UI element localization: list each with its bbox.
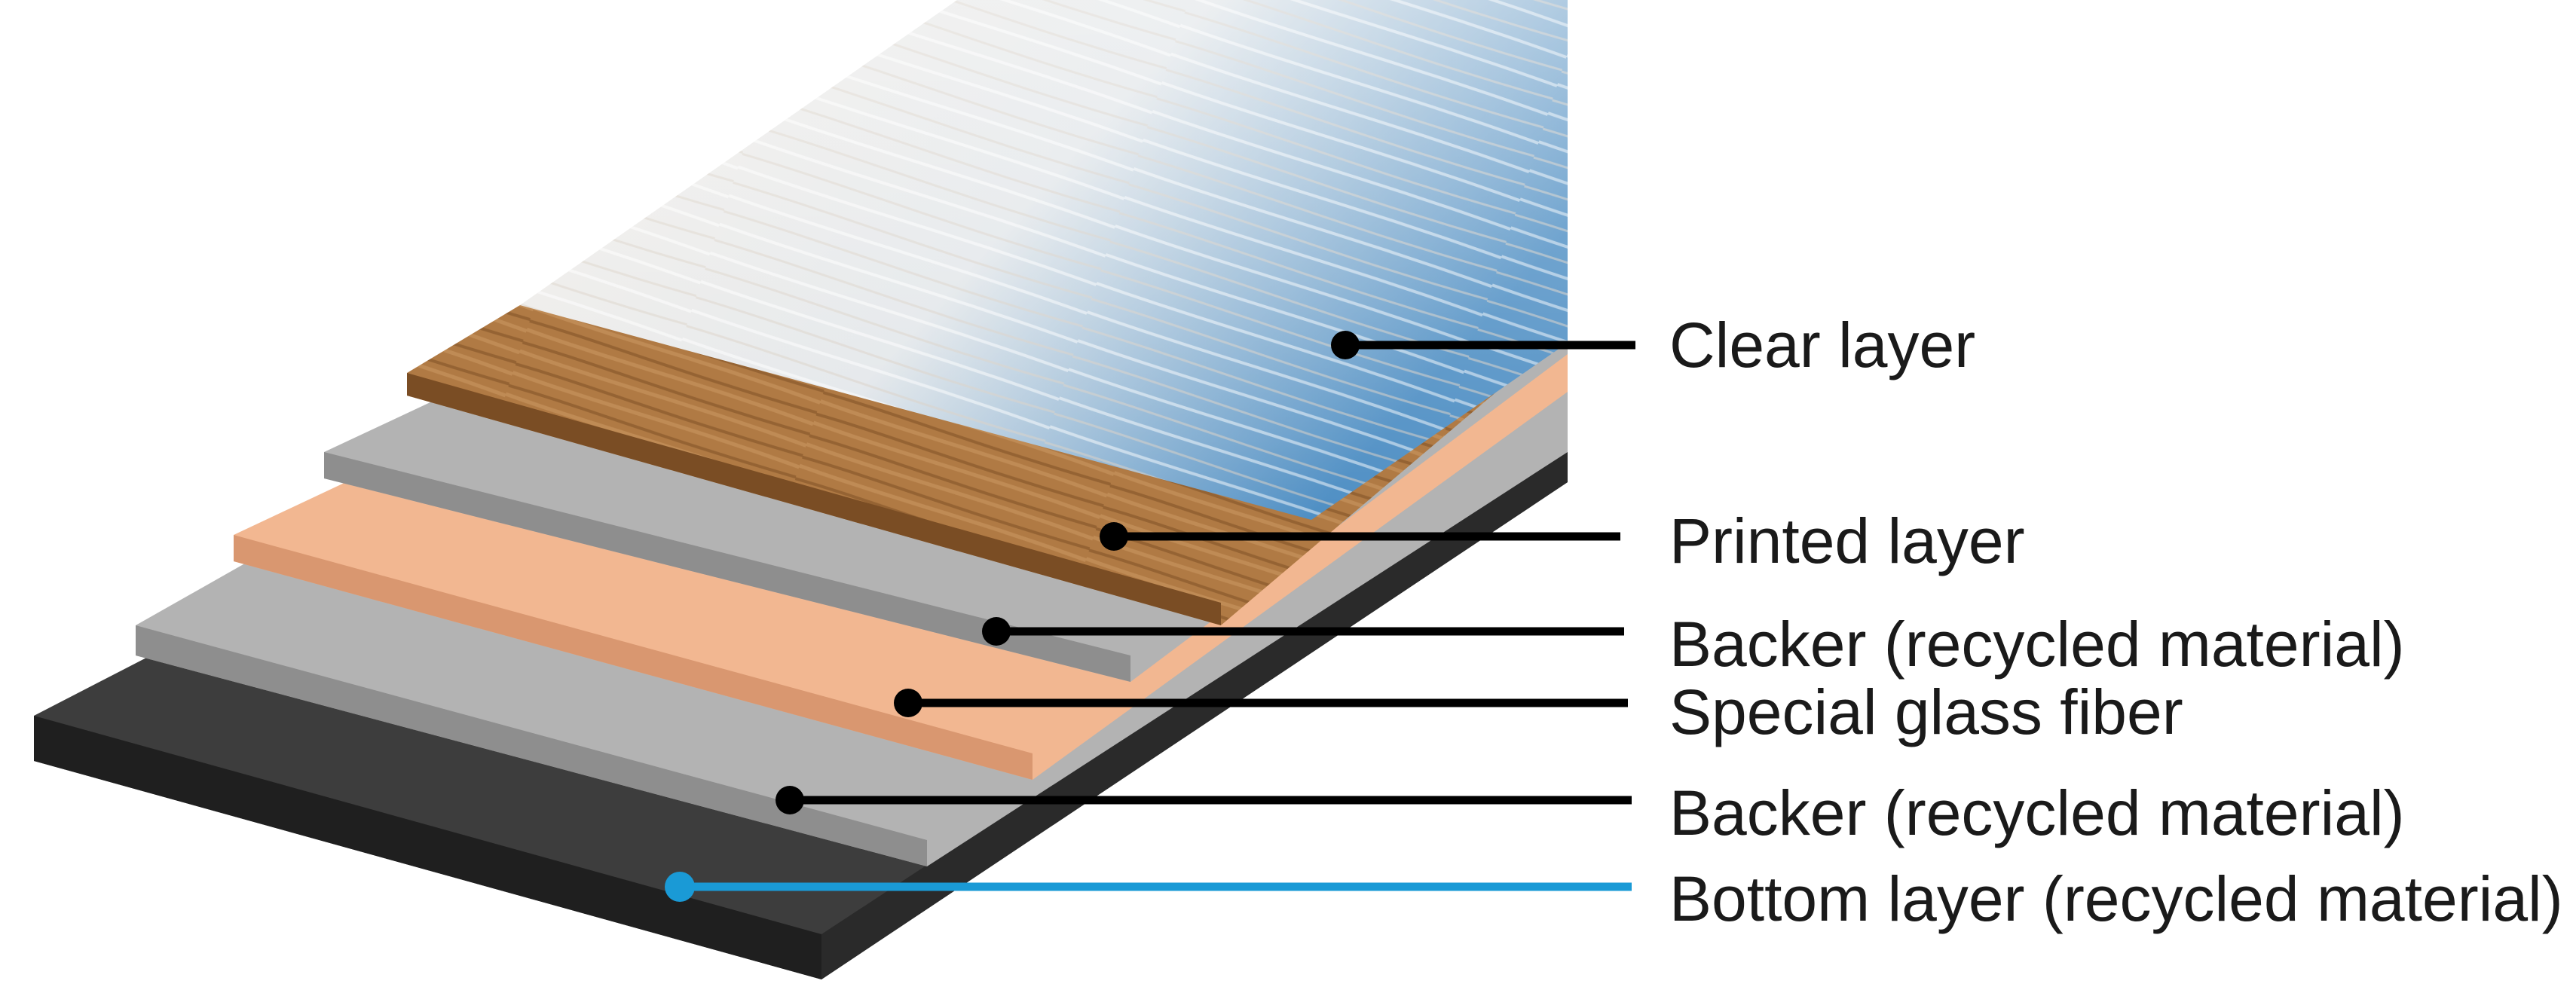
pointer-backer-bottom bbox=[776, 786, 1632, 814]
pointer-printed bbox=[1100, 522, 1620, 551]
label-printed-layer: Printed layer bbox=[1669, 506, 2025, 576]
pointer-dot bbox=[894, 689, 922, 717]
pointer-dot bbox=[776, 786, 804, 814]
clear-layer-shape bbox=[520, 0, 1568, 520]
backer-bottom-front-edge bbox=[136, 625, 927, 866]
label-clear-layer: Clear layer bbox=[1669, 310, 1975, 380]
pointer-glass-fiber bbox=[894, 689, 1628, 717]
pointer-dot bbox=[1100, 522, 1128, 551]
pointer-bottom bbox=[665, 872, 1632, 902]
printed-layer-front-edge bbox=[407, 373, 1221, 625]
label-backer-top: Backer (recycled material) bbox=[1669, 609, 2405, 680]
label-glass-fiber: Special glass fiber bbox=[1669, 677, 2183, 747]
pointer-dot bbox=[665, 872, 695, 902]
clear-layer-sheen bbox=[520, 0, 1568, 520]
backer-top-front-edge bbox=[324, 452, 1130, 682]
glass-fiber-front-edge bbox=[234, 535, 1033, 780]
label-backer-bottom: Backer (recycled material) bbox=[1669, 778, 2405, 848]
pointer-dot bbox=[982, 617, 1011, 646]
pointer-clear bbox=[1331, 331, 1635, 359]
label-bottom-layer: Bottom layer (recycled material) bbox=[1669, 863, 2563, 934]
pointer-backer-top bbox=[982, 617, 1624, 646]
bottom-layer-front-edge bbox=[34, 716, 821, 979]
pointer-dot bbox=[1331, 331, 1360, 359]
bottom-layer-side-edge bbox=[821, 445, 1568, 979]
